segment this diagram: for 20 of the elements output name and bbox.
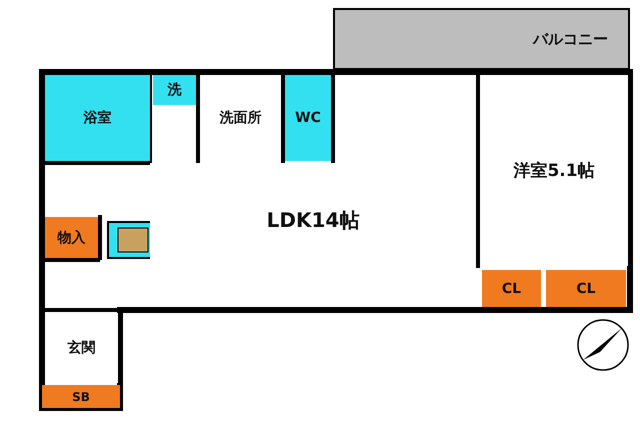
room-label: WC — [295, 110, 321, 126]
laundry-space — [153, 75, 196, 105]
shoe-box — [42, 385, 120, 408]
balcony-area — [333, 8, 630, 70]
room-label: 物入 — [58, 228, 86, 246]
bathroom-room — [45, 75, 150, 161]
room-label: 浴室 — [84, 109, 112, 127]
storage-closet — [45, 217, 98, 258]
room-label: 玄関 — [68, 339, 96, 357]
toilet-room — [285, 75, 331, 161]
room-label: CL — [576, 280, 596, 296]
room-label: CL — [502, 280, 522, 296]
room-label: 洋室5.1帖 — [513, 160, 595, 182]
closet — [482, 270, 541, 307]
room-label: LDK14帖 — [266, 206, 360, 234]
room-label: 洗 — [168, 81, 182, 99]
room-label: バルコニー — [533, 30, 608, 48]
closet — [546, 270, 626, 307]
room-label: SB — [72, 390, 90, 404]
room-label: 洗面所 — [220, 109, 262, 127]
